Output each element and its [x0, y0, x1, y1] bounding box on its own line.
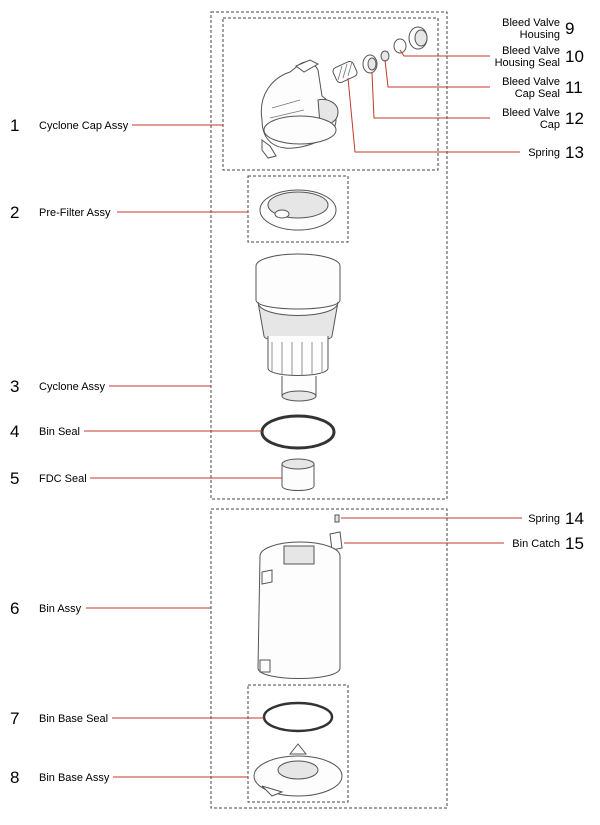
callout-label-10: Bleed Valve — [502, 45, 560, 57]
bleed-valve-housing-part — [408, 26, 428, 50]
bleed-valve-cap-part — [362, 54, 378, 74]
callout-label-6: Bin Assy — [39, 603, 82, 615]
callout-number-14: 14 — [565, 509, 584, 528]
callout-number-2: 2 — [10, 203, 19, 222]
lower-assembly-box — [210, 508, 448, 809]
callout-number-13: 13 — [565, 143, 584, 162]
group-boxes — [210, 11, 448, 809]
callout-number-11: 11 — [565, 78, 583, 97]
fdc-seal-part — [281, 458, 315, 491]
bin-seal-part — [260, 414, 336, 450]
bin-base-group-box — [247, 684, 349, 803]
callout-label-1: Cyclone Cap Assy — [39, 120, 129, 132]
leader-line-10 — [399, 49, 490, 57]
callout-number-1: 1 — [10, 116, 19, 135]
pre-filter-part — [259, 189, 337, 231]
part-illustrations — [253, 26, 428, 797]
callout-number-7: 7 — [10, 709, 19, 728]
bin-part — [257, 541, 341, 679]
callout-number-8: 8 — [10, 768, 19, 787]
spring-13-part — [332, 60, 358, 84]
callout-label-4: Bin Seal — [39, 426, 80, 438]
callout-3: Cyclone Assy 3 — [10, 377, 211, 396]
callout-label-9: Bleed Valve — [502, 17, 560, 29]
callout-label-15: Bin Catch — [512, 538, 560, 550]
callout-label-13: Spring — [528, 147, 560, 159]
callout-label-12: Cap — [540, 119, 560, 131]
cyclone-cap-part — [260, 59, 339, 159]
leader-line-13 — [347, 77, 520, 153]
callout-4: Bin Seal 4 — [10, 422, 262, 441]
callout-label-3: Cyclone Assy — [39, 381, 106, 393]
callout-13: Spring 13 — [347, 77, 584, 162]
callout-label-11: Bleed Valve — [502, 76, 560, 88]
callout-5: FDC Seal 5 — [10, 469, 282, 488]
callout-label-14: Spring — [528, 513, 560, 525]
callout-8: Bin Base Assy 8 — [10, 768, 248, 787]
callout-7: Bin Base Seal 7 — [10, 709, 264, 728]
callout-number-4: 4 — [10, 422, 19, 441]
cyclone-cap-group-box — [222, 17, 439, 171]
callout-label-10: Housing Seal — [495, 57, 560, 69]
callout-label-8: Bin Base Assy — [39, 772, 110, 784]
leader-line-11 — [384, 59, 490, 88]
upper-assembly-box — [210, 11, 448, 500]
cyclone-assembly-part — [255, 253, 341, 402]
callout-label-9: Housing — [520, 29, 560, 41]
callout-15: Bin Catch 15 — [344, 534, 584, 553]
callout-number-6: 6 — [10, 599, 19, 618]
bleed-valve-cap-seal-part — [380, 50, 390, 62]
bin-base-seal-part — [262, 701, 334, 733]
callout-label-2: Pre-Filter Assy — [39, 207, 111, 219]
callout-1: Cyclone Cap Assy 1 — [10, 116, 223, 135]
bleed-valve-housing-seal-part — [393, 38, 407, 54]
callout-label-5: FDC Seal — [39, 473, 87, 485]
callout-number-15: 15 — [565, 534, 584, 553]
callout-number-5: 5 — [10, 469, 19, 488]
callout-number-9: 9 — [565, 19, 574, 38]
bin-catch-part — [329, 531, 343, 551]
callout-6: Bin Assy 6 — [10, 599, 211, 618]
pre-filter-group-box — [247, 175, 349, 243]
callout-2: Pre-Filter Assy 2 — [10, 203, 248, 222]
callout-14: Spring 14 — [341, 509, 584, 528]
callout-number-3: 3 — [10, 377, 19, 396]
callout-label-7: Bin Base Seal — [39, 713, 108, 725]
callout-label-12: Bleed Valve — [502, 107, 560, 119]
leader-line-12 — [371, 72, 490, 119]
bin-base-part — [253, 743, 343, 797]
callout-label-11: Cap Seal — [515, 88, 560, 100]
callout-number-12: 12 — [565, 109, 584, 128]
spring-14-part — [334, 514, 340, 523]
callout-number-10: 10 — [565, 47, 584, 66]
